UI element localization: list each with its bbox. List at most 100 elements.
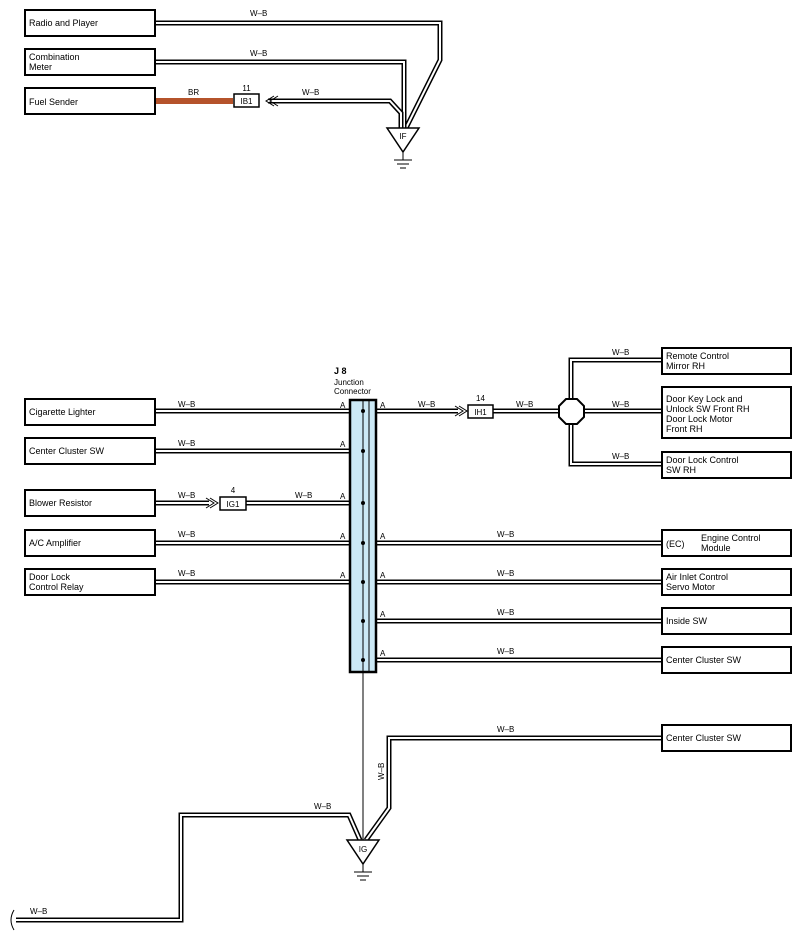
wire-label-radio: W–B bbox=[250, 9, 267, 18]
connector-ig1-code: IG1 bbox=[227, 500, 240, 509]
wire-label-door-relay: W–B bbox=[178, 569, 195, 578]
combination-meter-box bbox=[24, 48, 156, 76]
wire-left-to-ig bbox=[16, 812, 363, 923]
ecm-label-2: Module bbox=[701, 543, 731, 553]
wire-label-ib1-if: W–B bbox=[302, 88, 319, 97]
connector-ih1-code: IH1 bbox=[474, 408, 487, 417]
connector-ig1 bbox=[219, 496, 247, 511]
door-lock-sw-box bbox=[661, 451, 792, 479]
wire-label-br: BR bbox=[188, 88, 199, 97]
connector-ib1-pin: 11 bbox=[242, 84, 251, 93]
door-key-lock-label-3: Door Lock Motor bbox=[666, 414, 733, 424]
air-inlet-label-1: Air Inlet Control bbox=[666, 572, 728, 582]
connector-ib1 bbox=[233, 93, 260, 108]
door-lock-sw-label-2: SW RH bbox=[666, 465, 696, 475]
ground-ig-label: IG bbox=[359, 845, 367, 854]
wire-label-ac-amp: W–B bbox=[178, 530, 195, 539]
wire-break-mark bbox=[10, 909, 15, 931]
wire-label-center-cluster: W–B bbox=[178, 439, 195, 448]
wire-label-inside-sw: W–B bbox=[497, 608, 514, 617]
wire-label-ih1-splice: W–B bbox=[516, 400, 533, 409]
wire-label-vertical: W–B bbox=[377, 763, 386, 780]
splice-octagon bbox=[558, 398, 585, 425]
radio-player-box bbox=[24, 9, 156, 37]
fuel-sender-label: Fuel Sender bbox=[29, 97, 78, 107]
junction-pin-label: A bbox=[340, 401, 346, 410]
remote-mirror-box bbox=[661, 347, 792, 375]
wire-radio-to-if bbox=[156, 20, 443, 132]
junction-dot bbox=[361, 449, 365, 453]
junction-pin-label: A bbox=[380, 571, 386, 580]
bottom-section: J 8 Junction Connector A A A A A A A A A… bbox=[10, 347, 792, 931]
radio-player-label: Radio and Player bbox=[29, 18, 98, 28]
cigarette-lighter-label: Cigarette Lighter bbox=[29, 407, 96, 417]
junction-pin-label: A bbox=[340, 440, 346, 449]
junction-pin-label: A bbox=[380, 532, 386, 541]
wire-label-mirror: W–B bbox=[612, 348, 629, 357]
junction-dot bbox=[361, 580, 365, 584]
junction-pin-label: A bbox=[380, 401, 386, 410]
connector-ig1-pin: 4 bbox=[231, 486, 236, 495]
wire-splice-to-mirror bbox=[568, 357, 662, 399]
center-cluster-1-label: Center Cluster SW bbox=[666, 655, 742, 665]
center-cluster-1-box bbox=[661, 646, 792, 674]
junction-id: J 8 bbox=[334, 366, 347, 376]
air-inlet-box bbox=[661, 568, 792, 596]
wire-label-left-upper: W–B bbox=[314, 802, 331, 811]
junction-dot bbox=[361, 658, 365, 662]
top-section: Radio and Player Combination Meter Fuel … bbox=[24, 9, 443, 169]
ac-amplifier-label: A/C Amplifier bbox=[29, 538, 81, 548]
ecm-label-1: Engine Control bbox=[701, 533, 761, 543]
wire-blower-to-ig1 bbox=[156, 497, 219, 509]
junction-dot bbox=[361, 619, 365, 623]
ecm-box bbox=[661, 529, 792, 557]
wire-label-door-sw: W–B bbox=[612, 452, 629, 461]
wire-j8-to-ih1 bbox=[376, 405, 468, 417]
blower-resistor-label: Blower Resistor bbox=[29, 498, 92, 508]
cigarette-lighter-box bbox=[24, 398, 156, 426]
center-cluster-sw-label: Center Cluster SW bbox=[29, 446, 105, 456]
fuel-sender-box bbox=[24, 87, 156, 115]
door-key-lock-label-2: Unlock SW Front RH bbox=[666, 404, 750, 414]
ground-if-label: IF bbox=[399, 132, 406, 141]
remote-mirror-label-2: Mirror RH bbox=[666, 361, 705, 371]
junction-pin-label: A bbox=[340, 492, 346, 501]
inside-sw-label: Inside SW bbox=[666, 616, 708, 626]
junction-dot bbox=[361, 541, 365, 545]
wire-meter-to-if bbox=[156, 59, 407, 130]
wire-label-cigarette: W–B bbox=[178, 400, 195, 409]
door-lock-relay-label-1: Door Lock bbox=[29, 572, 71, 582]
wire-label-ig1-j8: W–B bbox=[295, 491, 312, 500]
remote-mirror-label-1: Remote Control bbox=[666, 351, 729, 361]
junction-dot bbox=[361, 501, 365, 505]
ac-amplifier-box bbox=[24, 529, 156, 557]
door-lock-relay-box bbox=[24, 568, 156, 596]
connector-ih1 bbox=[467, 404, 494, 419]
wire-ib1-to-if bbox=[265, 95, 404, 130]
junction-desc-2: Connector bbox=[334, 387, 371, 396]
wire-label-ecm: W–B bbox=[497, 530, 514, 539]
wire-label-center-cluster-2: W–B bbox=[497, 725, 514, 734]
door-key-lock-box bbox=[661, 386, 792, 439]
door-lock-relay-label-2: Control Relay bbox=[29, 582, 84, 592]
blower-resistor-box bbox=[24, 489, 156, 517]
connector-ib1-code: IB1 bbox=[240, 97, 253, 106]
wire-label-air-inlet: W–B bbox=[497, 569, 514, 578]
junction-pin-label: A bbox=[340, 571, 346, 580]
combination-meter-label-1: Combination bbox=[29, 52, 80, 62]
junction-pin-label: A bbox=[380, 610, 386, 619]
wire-label-meter: W–B bbox=[250, 49, 267, 58]
door-key-lock-label-1: Door Key Lock and bbox=[666, 394, 743, 404]
ecm-tag: (EC) bbox=[666, 539, 685, 549]
junction-desc-1: Junction bbox=[334, 378, 364, 387]
combination-meter-label-2: Meter bbox=[29, 62, 52, 72]
wire-center-cluster-2-to-ig bbox=[363, 735, 662, 842]
wire-label-j8-ih1: W–B bbox=[418, 400, 435, 409]
inside-sw-box bbox=[661, 607, 792, 635]
wire-label-blower: W–B bbox=[178, 491, 195, 500]
ground-ig: IG bbox=[345, 839, 381, 881]
junction-pin-label: A bbox=[380, 649, 386, 658]
wire-label-door-key: W–B bbox=[612, 400, 629, 409]
wire-label-left-lower: W–B bbox=[30, 907, 47, 916]
